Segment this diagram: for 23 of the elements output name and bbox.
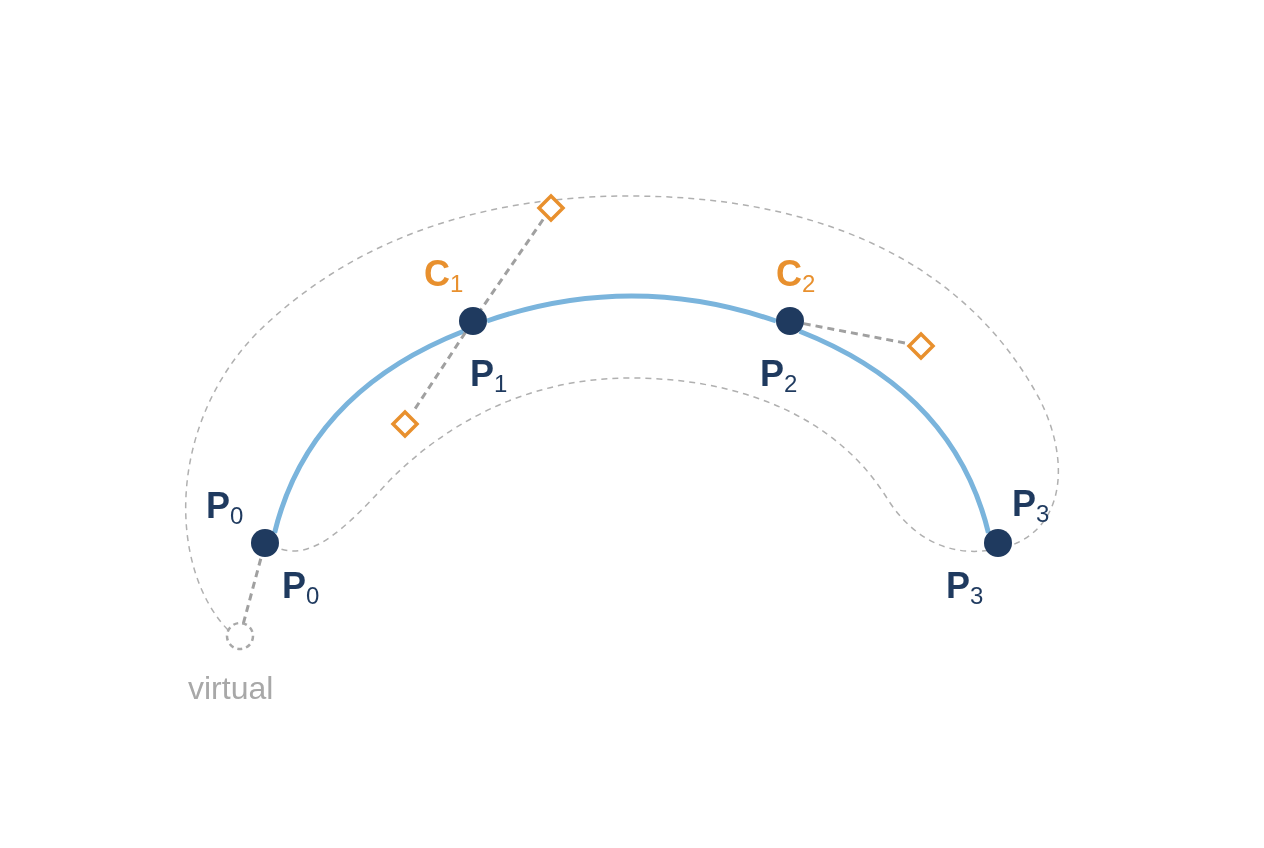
- virtual-point: [225, 621, 255, 651]
- point-label: P$_{2}$: [760, 354, 798, 399]
- point-label: P$_{3}$: [946, 566, 984, 611]
- control-diamond: [906, 331, 936, 361]
- curve-segment: [272, 328, 465, 534]
- point-dot: [251, 529, 279, 557]
- dashed-line: [241, 556, 263, 624]
- point-label: P$_{1}$: [470, 354, 508, 399]
- point-dot: [459, 307, 487, 335]
- control-diamond: [390, 409, 420, 439]
- point-dot: [776, 307, 804, 335]
- point-label: P$_{0}$: [206, 486, 244, 531]
- point-label: P$_{0}$: [282, 566, 320, 611]
- dashed-line: [479, 218, 545, 311]
- point-caption: virtual: [188, 669, 274, 708]
- curve-segment: [798, 328, 991, 534]
- control-diamond: [536, 193, 566, 223]
- point-dot: [984, 529, 1012, 557]
- point-label: C$_{1}$: [424, 254, 464, 299]
- curve-segment: [486, 293, 777, 324]
- point-label: P$_{3}$: [1012, 484, 1050, 529]
- point-label: C$_{2}$: [776, 254, 816, 299]
- dashed-line: [803, 322, 908, 345]
